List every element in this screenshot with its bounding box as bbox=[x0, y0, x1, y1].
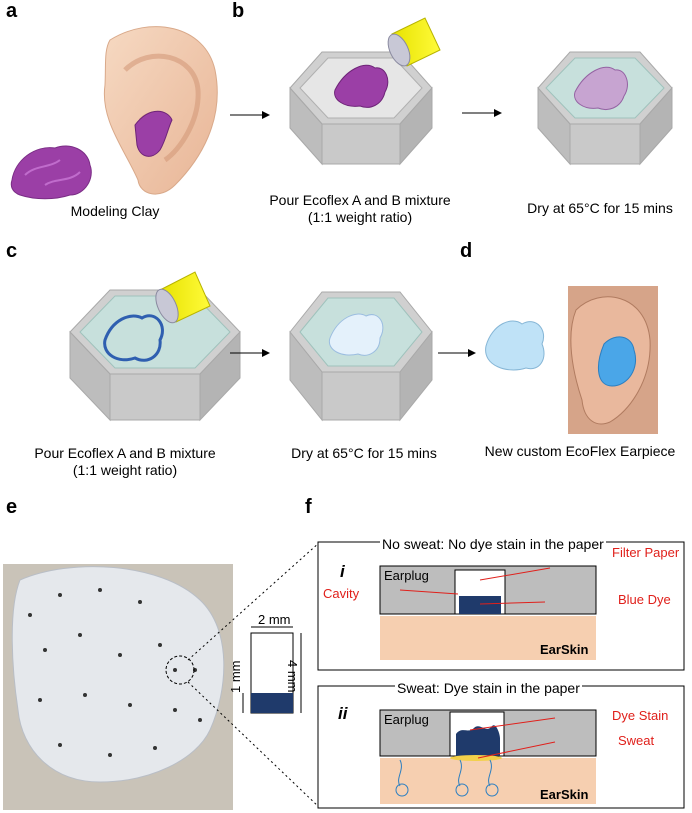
f-i-filter-paper-label: Filter Paper bbox=[612, 545, 680, 560]
ear-photo bbox=[568, 286, 658, 434]
caption-new-earpiece: New custom EcoFlex Earpiece bbox=[484, 443, 676, 459]
f-i-roman: i bbox=[340, 562, 345, 581]
f-i-box bbox=[317, 541, 685, 671]
hex-mold-b1 bbox=[289, 51, 433, 166]
panel-label-f: f bbox=[305, 496, 312, 518]
f-i-title: No sweat: No dye stain in the paper bbox=[380, 536, 606, 552]
arrow-c2-d bbox=[438, 349, 476, 357]
ecoflex-earpiece bbox=[485, 320, 545, 371]
arrow-a-b bbox=[230, 111, 270, 119]
cavity-schematic bbox=[242, 626, 302, 714]
panel-label-d: d bbox=[460, 240, 473, 262]
f-i-earskin-label: EarSkin bbox=[540, 642, 589, 657]
middle-row-illustrations bbox=[69, 271, 658, 434]
clay-in-ear bbox=[134, 110, 173, 157]
f-i-earplug-label: Earplug bbox=[384, 568, 429, 583]
caption-pour-b-line1: Pour Ecoflex A and B mixture bbox=[269, 192, 451, 208]
caption-pour-c-line1: Pour Ecoflex A and B mixture bbox=[34, 445, 216, 461]
dim-height-label: 4 mm bbox=[285, 660, 300, 693]
arrow-b-b2 bbox=[462, 109, 502, 117]
clay-lump bbox=[10, 145, 92, 200]
hex-mold-c2 bbox=[289, 291, 433, 422]
caption-dry-b: Dry at 65°C for 15 mins bbox=[527, 200, 673, 216]
caption-dry-c: Dry at 65°C for 15 mins bbox=[291, 445, 437, 461]
dim-dye-label: 1 mm bbox=[228, 660, 243, 694]
f-ii-box bbox=[317, 685, 685, 809]
pour-cylinder-c bbox=[155, 271, 211, 324]
arrow-c-c2 bbox=[230, 349, 270, 357]
f-i-cavity-label: Cavity bbox=[323, 586, 360, 601]
f-ii-title: Sweat: Dye stain in the paper bbox=[395, 680, 582, 696]
ear-illustration bbox=[103, 26, 218, 195]
f-ii-roman: ii bbox=[338, 704, 348, 723]
caption-modeling-clay: Modeling Clay bbox=[70, 203, 160, 219]
panel-label-e: e bbox=[6, 496, 18, 518]
hex-mold-c1 bbox=[69, 289, 241, 422]
top-row-illustrations bbox=[10, 17, 673, 200]
hex-mold-b2 bbox=[537, 51, 673, 166]
dim-width-label: 2 mm bbox=[258, 612, 291, 627]
earpiece-photo bbox=[3, 564, 233, 810]
leader-line-bottom bbox=[187, 681, 321, 809]
f-ii-earplug-label: Earplug bbox=[384, 712, 429, 727]
bottom-row-illustrations bbox=[3, 541, 685, 810]
f-i-blue-dye-label: Blue Dye bbox=[618, 592, 671, 607]
f-ii-sweat-label: Sweat bbox=[618, 733, 655, 748]
caption-pour-c-line2: (1:1 weight ratio) bbox=[72, 462, 178, 478]
panel-label-b: b bbox=[232, 0, 245, 22]
panel-label-c: c bbox=[6, 240, 18, 262]
f-ii-dye-stain-label: Dye Stain bbox=[612, 708, 669, 723]
f-ii-earskin-label: EarSkin bbox=[540, 787, 589, 802]
caption-pour-b-line2: (1:1 weight ratio) bbox=[307, 209, 413, 225]
panel-label-a: a bbox=[6, 0, 18, 22]
pour-cylinder-b bbox=[387, 17, 441, 67]
